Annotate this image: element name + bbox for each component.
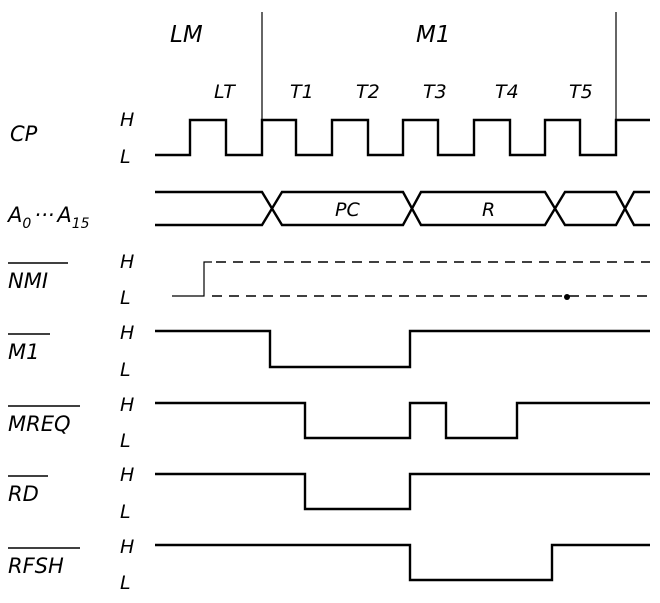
- address-separator: ···: [34, 203, 54, 227]
- nmi-sample-dot: [564, 294, 570, 300]
- mreq-level-h: H: [120, 394, 134, 416]
- signal-label-nmi: NMI: [8, 269, 48, 293]
- rd-level-l: L: [120, 501, 131, 523]
- rfsh-level-h: H: [120, 536, 134, 558]
- t-state-t1: T1: [290, 81, 314, 103]
- rfsh-level-l: L: [120, 572, 131, 594]
- t-state-t4: T4: [495, 81, 519, 103]
- address-segment-pc: PC: [335, 199, 360, 221]
- cp-level-h: H: [120, 109, 134, 131]
- cp-clock-waveform: [155, 118, 650, 157]
- address-name: A: [6, 203, 22, 227]
- signal-label-m1: M1: [8, 340, 39, 364]
- machine-cycle-lm: LM: [170, 22, 203, 48]
- nmi-solid-waveform: [172, 261, 212, 297]
- address-bus-waveform: [155, 190, 650, 227]
- machine-cycle-m1: M1: [416, 22, 450, 48]
- address-name-2: A: [55, 203, 71, 227]
- rfsh-waveform: [155, 543, 650, 582]
- m1-level-h: H: [120, 322, 134, 344]
- cp-level-l: L: [120, 146, 131, 168]
- address-segment-r: R: [482, 199, 495, 221]
- m1-level-l: L: [120, 359, 131, 381]
- m1-waveform: [155, 329, 650, 369]
- mreq-waveform: [155, 401, 650, 440]
- rd-level-h: H: [120, 464, 134, 486]
- signal-label-cp: CP: [10, 122, 38, 146]
- nmi-level-h: H: [120, 251, 134, 273]
- address-sub-end: 15: [72, 216, 90, 232]
- mreq-level-l: L: [120, 430, 131, 452]
- signal-label-address: A0···A15: [6, 203, 90, 232]
- signal-label-rfsh: RFSH: [8, 554, 64, 578]
- t-state-t5: T5: [569, 81, 593, 103]
- nmi-level-l: L: [120, 287, 131, 309]
- t-state-lt: LT: [214, 81, 236, 103]
- signal-label-rd: RD: [8, 482, 39, 506]
- t-state-t3: T3: [423, 81, 447, 103]
- address-sub-start: 0: [22, 216, 31, 232]
- rd-waveform: [155, 472, 650, 511]
- signal-label-mreq: MREQ: [8, 412, 71, 436]
- t-state-t2: T2: [356, 81, 380, 103]
